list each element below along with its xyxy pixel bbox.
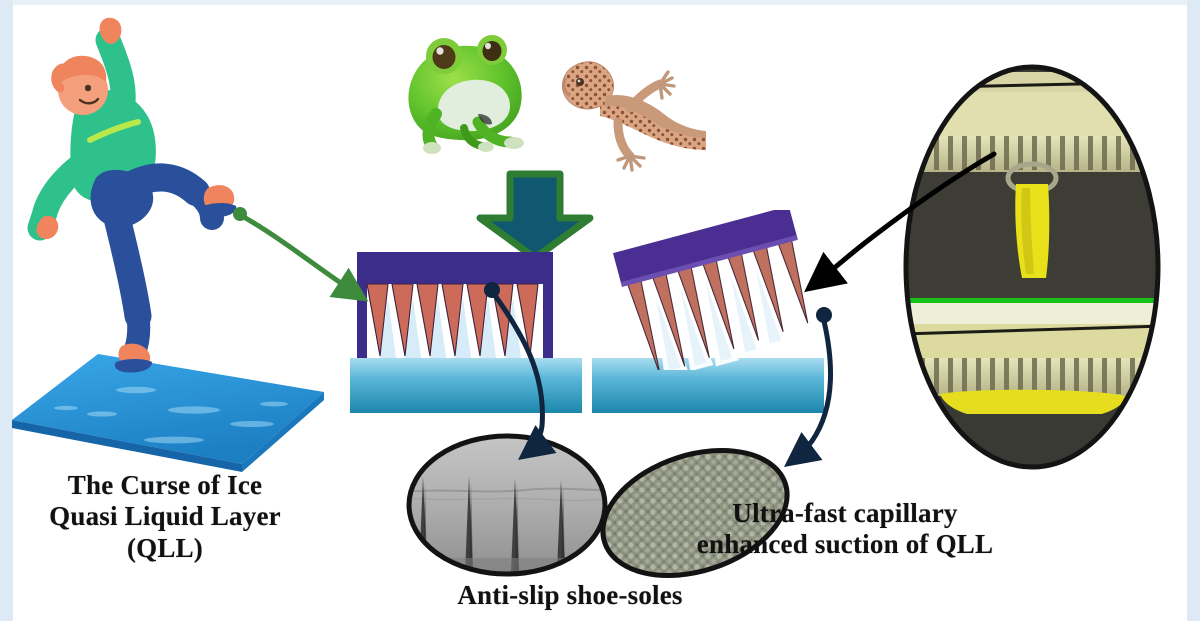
sem-cross-section-ellipse [406, 433, 608, 577]
top-edge-strip [0, 0, 1200, 5]
left-edge-strip [0, 0, 13, 621]
shoe-sole-schematic-flat [357, 252, 553, 358]
shoe-sole-schematic-tilted [612, 210, 813, 370]
ice-substrate-bar-left [350, 358, 582, 413]
tree-frog-icon [408, 35, 524, 154]
sem-top-view-ellipse [595, 443, 795, 583]
ice-substrate-bar-right [592, 358, 824, 413]
caption-left: The Curse of Ice Quasi Liquid Layer (QLL… [10, 470, 320, 564]
caption-middle: Anti-slip shoe-soles [457, 580, 683, 610]
caption-right: Ultra-fast capillary enhanced suction of… [645, 498, 1045, 561]
caption-left-line-1: The Curse of Ice [67, 470, 263, 500]
caption-left-line-3: (QLL) [126, 532, 203, 563]
person-slipping-illustration [27, 17, 237, 373]
capillary-suction-photo-ellipse [903, 64, 1161, 470]
right-edge-strip [1187, 0, 1200, 621]
caption-left-line-2: Quasi Liquid Layer [49, 501, 281, 532]
gecko-icon [562, 61, 706, 172]
bioinspiration-arrow-icon [476, 170, 594, 260]
caption-right-line-1: Ultra-fast capillary [732, 498, 958, 528]
caption-right-line-2: enhanced suction of QLL [696, 529, 994, 560]
ice-sheet [12, 354, 324, 472]
